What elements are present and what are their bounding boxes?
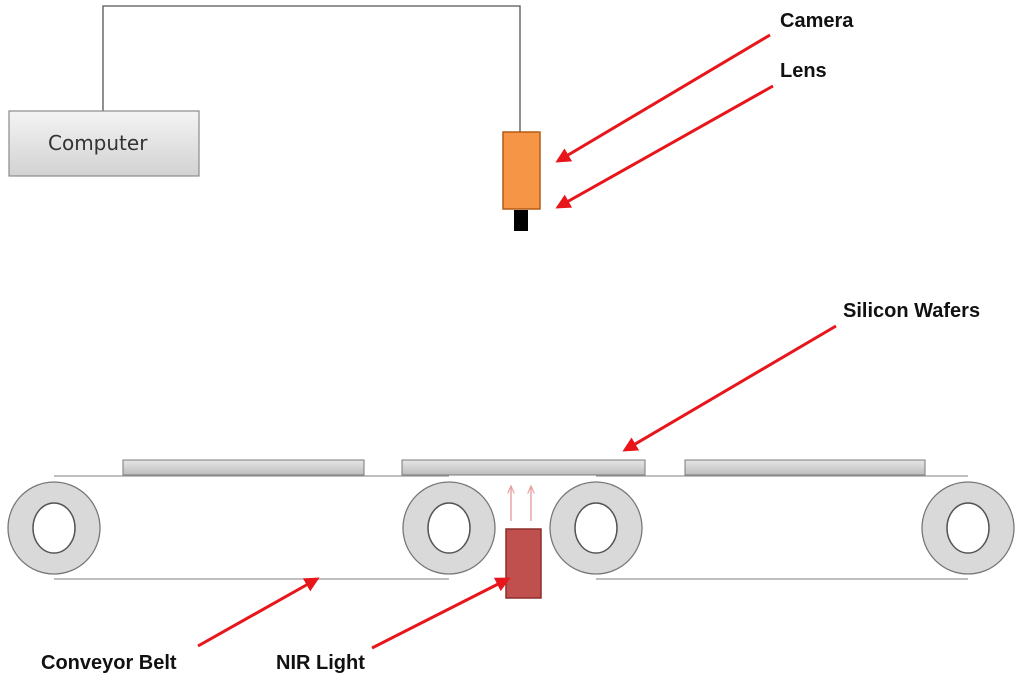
conveyor-belt-label: Conveyor Belt (41, 652, 177, 674)
lens-label: Lens (780, 60, 827, 82)
conveyor-left (54, 475, 449, 580)
conveyor-right (596, 475, 968, 580)
nir-light-arrow (371, 577, 511, 650)
camera-arrow (555, 33, 771, 163)
camera-lens (514, 210, 528, 231)
computer-label: Computer (48, 131, 148, 155)
roller-2 (402, 481, 496, 575)
nir-light-source (505, 528, 542, 599)
camera-label: Camera (780, 10, 854, 32)
silicon-wafers-label: Silicon Wafers (843, 300, 981, 322)
roller-1 (7, 481, 101, 575)
camera-cable (102, 5, 521, 133)
wafers-arrow (622, 324, 837, 452)
wafer-2 (401, 459, 646, 476)
nir-light-label: NIR Light (276, 652, 365, 674)
computer-box (8, 110, 200, 177)
camera-body (502, 131, 541, 210)
roller-3 (549, 481, 643, 575)
wafer-1 (122, 459, 365, 476)
conveyor-belt-arrow (197, 577, 320, 648)
roller-4 (921, 481, 1015, 575)
wafer-3 (684, 459, 926, 476)
lens-arrow (555, 84, 774, 209)
